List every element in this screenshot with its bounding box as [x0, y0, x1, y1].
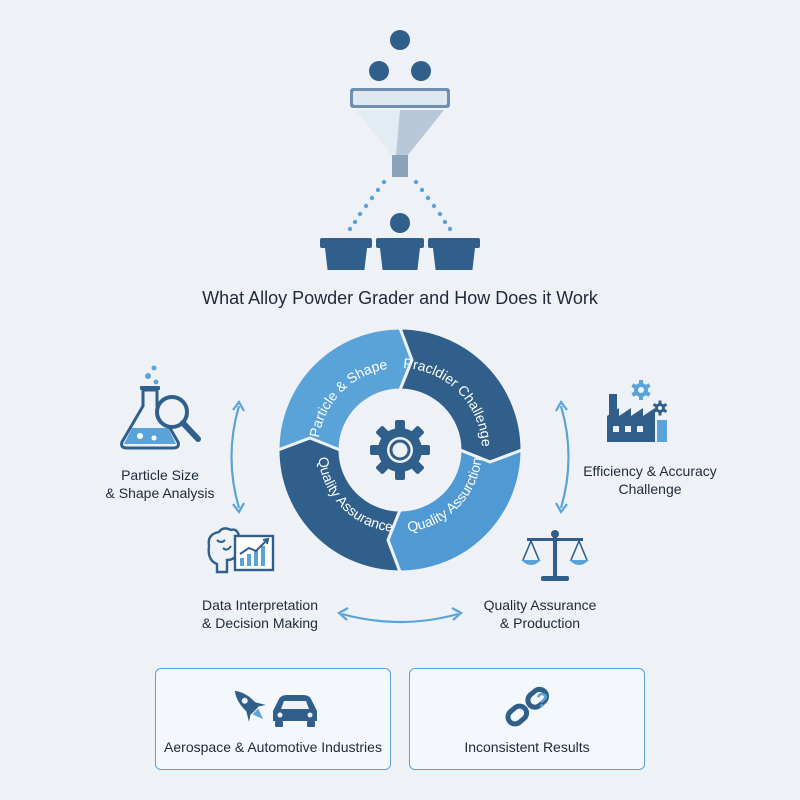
cycle-arrow-bottom — [337, 607, 463, 624]
flask-magnifier-icon — [120, 365, 201, 450]
rocket-car-icon — [234, 690, 317, 727]
industries-box: Aerospace & Automotive Industries — [155, 668, 391, 770]
page-title: What Alloy Powder Grader and How Does it… — [202, 288, 598, 308]
label-quality-production: Quality Assurance & Production — [483, 597, 597, 631]
funnel-icon — [350, 88, 450, 177]
cycle-segment-quality-assurance — [276, 436, 403, 574]
gear-icon — [631, 380, 651, 400]
particle-dot — [390, 30, 410, 50]
results-box: ? Inconsistent Results — [409, 668, 645, 770]
cycle-segment-particle-shape — [276, 326, 414, 452]
factory-icon — [607, 380, 668, 442]
cycle-arrow-left — [230, 399, 245, 515]
particle-dot — [369, 61, 389, 81]
collection-cups — [320, 238, 480, 270]
box-label: Inconsistent Results — [464, 739, 590, 755]
box-label: Aerospace & Automotive Industries — [164, 739, 382, 755]
funnel-sorting-graphic — [320, 30, 480, 270]
dotted-trails — [347, 179, 453, 232]
scale-icon — [521, 530, 589, 581]
cycle-diagram: Particle & Shape Pracldier Challenge Qua… — [276, 326, 524, 574]
broken-link-icon: ? — [505, 686, 549, 727]
particle-dot — [390, 213, 410, 233]
label-data-interpretation: Data Interpretation & Decision Making — [202, 597, 318, 631]
svg-text:?: ? — [536, 690, 548, 712]
label-particle-size: Particle Size & Shape Analysis — [105, 467, 215, 501]
cycle-arrow-right — [555, 399, 570, 515]
label-efficiency-accuracy: Efficiency & Accuracy Challenge — [583, 463, 717, 497]
gear-icon — [652, 400, 668, 416]
particle-dot — [411, 61, 431, 81]
brain-chart-icon — [207, 527, 275, 574]
gear-icon — [370, 420, 430, 480]
